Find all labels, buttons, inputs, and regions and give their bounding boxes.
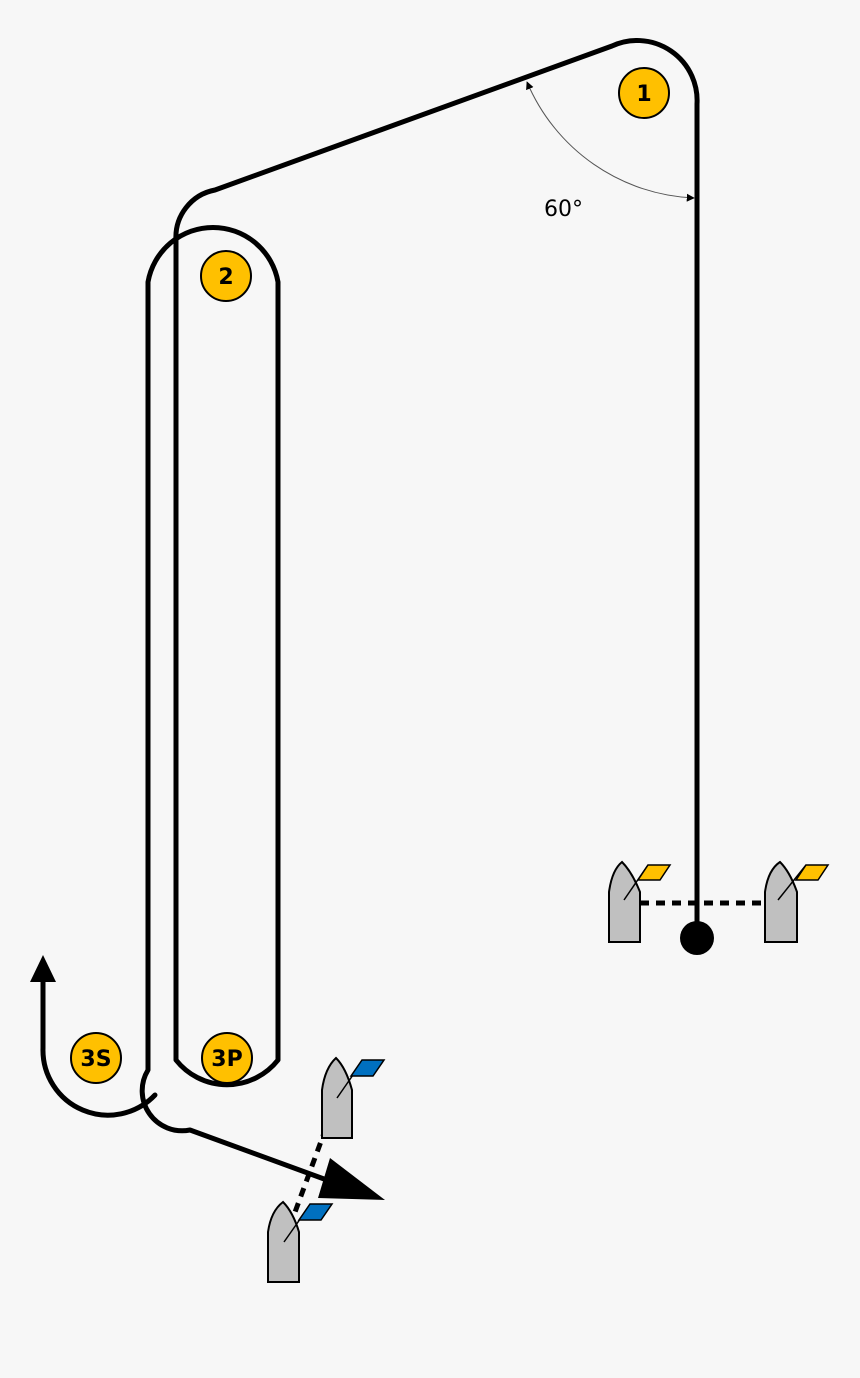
finish-boat-bottom <box>267 1200 334 1283</box>
angle-arc <box>526 81 695 202</box>
start-boat-left <box>608 860 672 943</box>
start-pin-icon <box>680 921 714 955</box>
finish-flag-bottom-icon <box>297 1203 334 1221</box>
start-flag-right-icon <box>794 864 830 881</box>
start-boat-right <box>764 860 830 943</box>
mark-1-label: 1 <box>636 82 651 107</box>
course-rounding-3s <box>40 977 158 1118</box>
mark-3s: 3S <box>70 1032 122 1084</box>
course-track <box>139 38 700 1186</box>
angle-label: 60° <box>544 197 583 222</box>
finish-flag-top-icon <box>349 1059 386 1077</box>
mark-3s-label: 3S <box>80 1047 111 1072</box>
start-flag-left-icon <box>636 864 672 881</box>
mark-2: 2 <box>200 250 252 302</box>
mark-3p: 3P <box>201 1032 253 1084</box>
finish-boat-top <box>321 1056 386 1139</box>
finish-arrow-icon <box>318 1158 385 1200</box>
mark-2-label: 2 <box>218 265 233 290</box>
exit-arrow-icon <box>30 955 56 982</box>
mark-1: 1 <box>618 67 670 119</box>
mark-3p-label: 3P <box>211 1047 242 1072</box>
